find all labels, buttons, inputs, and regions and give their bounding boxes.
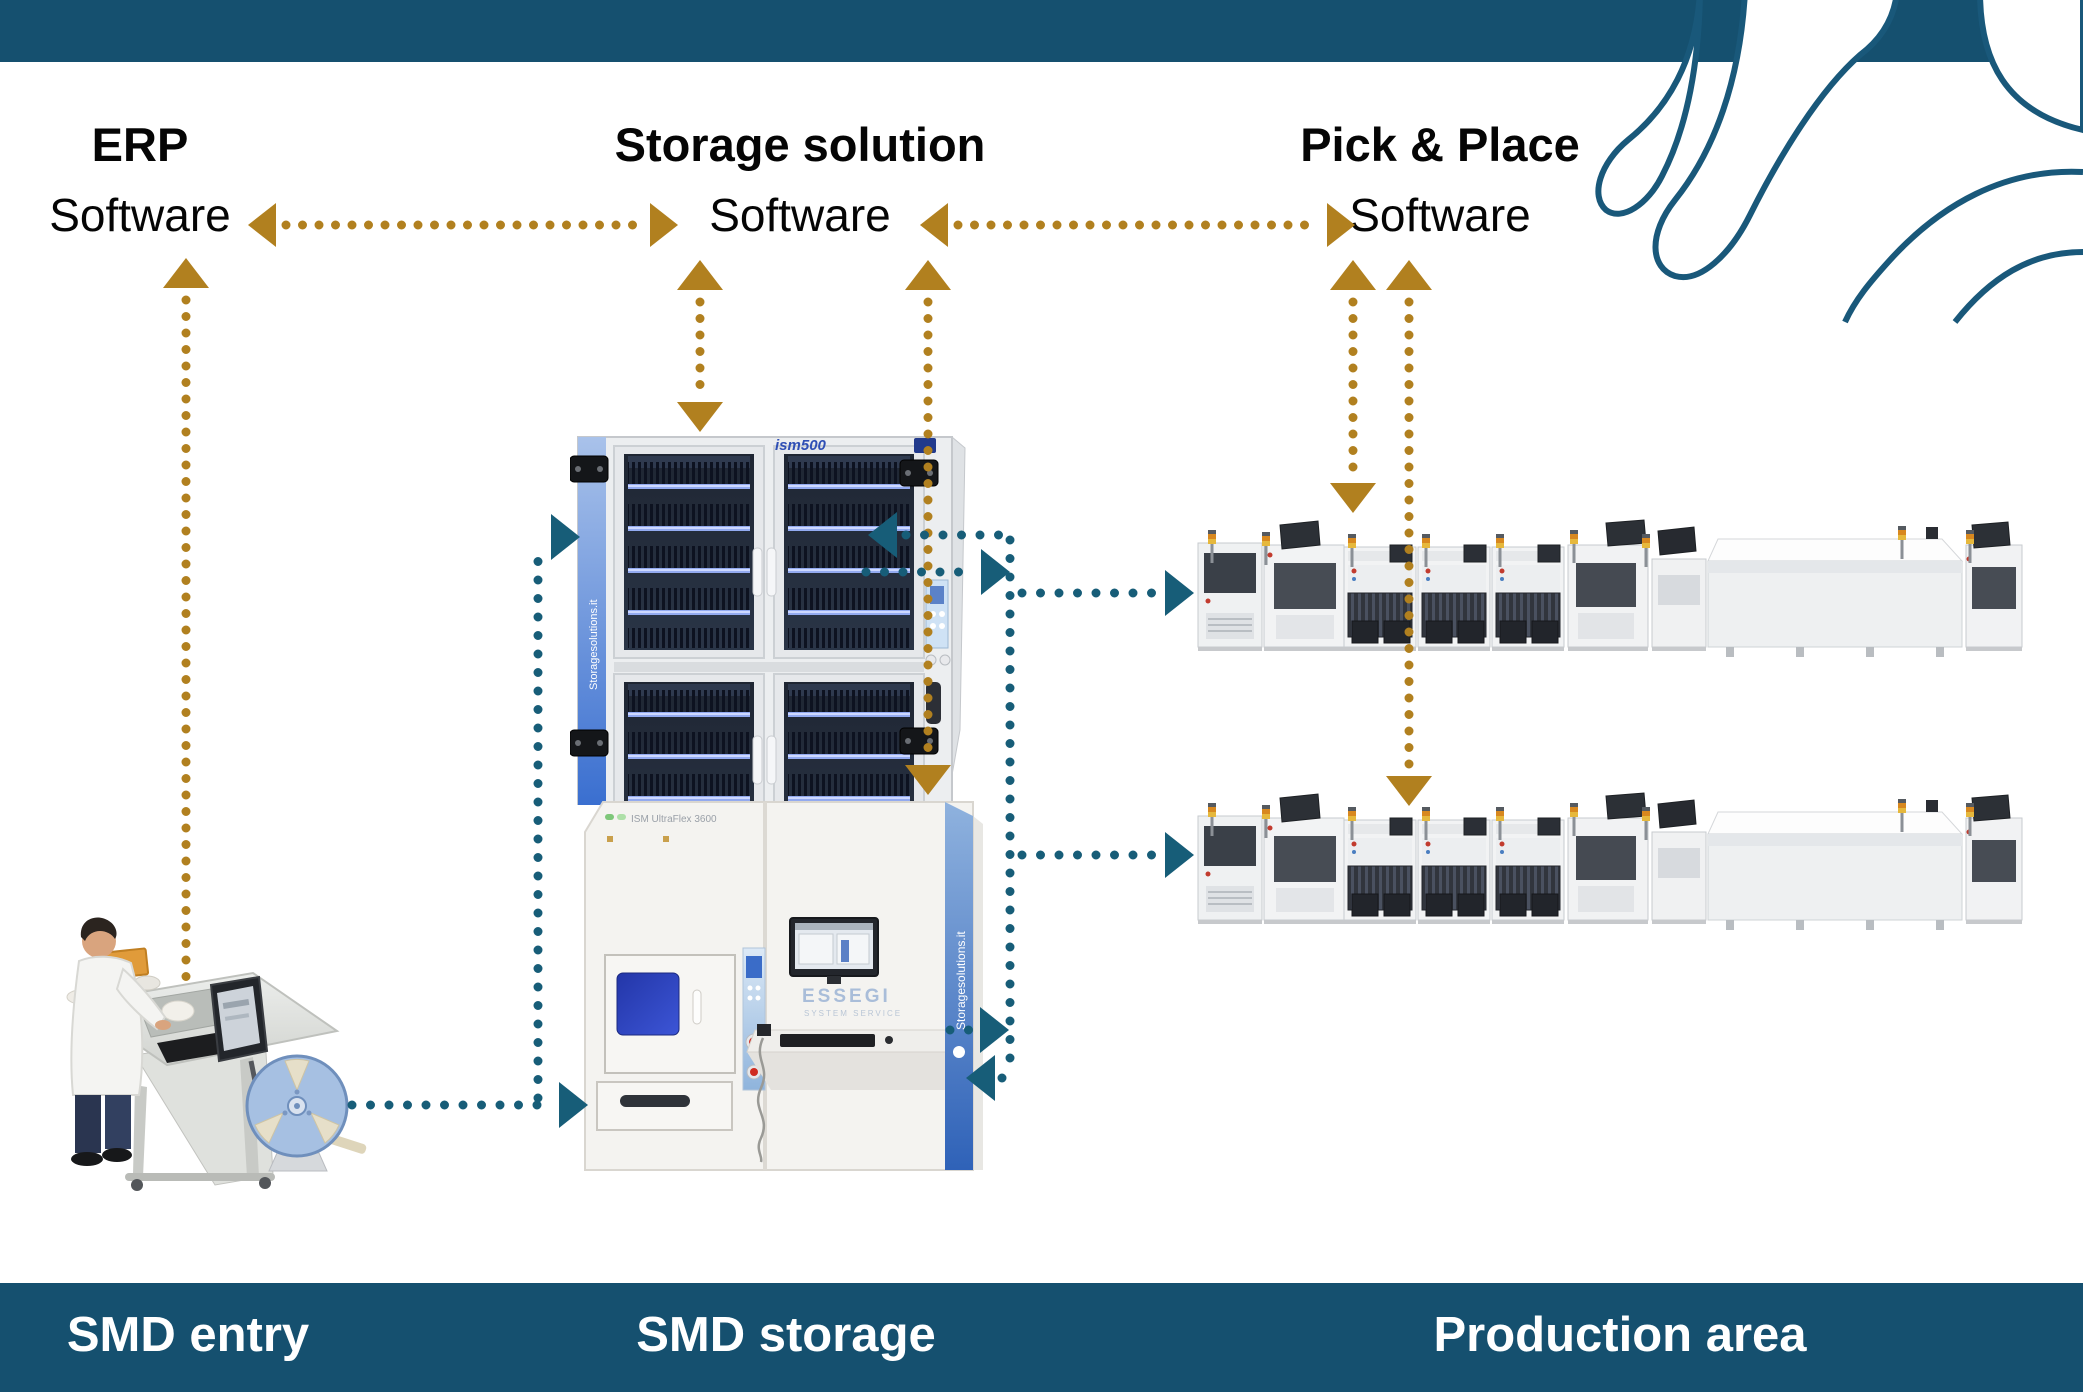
- reel-in-bin: [161, 1000, 195, 1022]
- erp-title: ERP: [91, 118, 189, 171]
- arrow-storage-pickplace-software: [920, 203, 1355, 247]
- flow-ism500-out: [861, 549, 1010, 595]
- blue-window: [616, 972, 680, 1036]
- operator: [70, 917, 171, 1166]
- door-handle: [752, 735, 763, 785]
- zone-label-smd-entry: SMD entry: [66, 1308, 310, 1362]
- arrow-pickplace-software-line1: [1330, 260, 1376, 513]
- storage-subtitle: Software: [709, 189, 891, 241]
- flow-ism3600-out: [945, 1007, 1009, 1053]
- flow-reel-to-ism3600: [347, 1082, 588, 1128]
- trouser-leg: [105, 1095, 131, 1149]
- corner-logo-decoration: [1595, 0, 2083, 324]
- storage-title: Storage solution: [614, 118, 986, 171]
- control-screen: [930, 586, 944, 604]
- ism3600-model-label: ISM UltraFlex 3600: [631, 814, 717, 825]
- logo-swoosh-icon: [1842, 168, 2083, 324]
- scanner: [757, 1024, 771, 1036]
- control-screen: [746, 956, 762, 978]
- arrow-storage-software-ism500: [677, 260, 723, 432]
- maker-logo-text: ESSEGI: [802, 986, 891, 1007]
- zone-label-production-area: Production area: [1433, 1308, 1807, 1362]
- zone-label-smd-storage: SMD storage: [636, 1308, 936, 1362]
- erp-subtitle: Software: [49, 189, 231, 241]
- door-handle: [766, 547, 777, 597]
- cabinet-divider: [614, 662, 924, 672]
- scanner-cable: [756, 1037, 766, 1163]
- mouse: [885, 1036, 893, 1044]
- maker-sub-text: SYSTEM SERVICE: [804, 1009, 902, 1018]
- arrow-storage-software-ism3600: [905, 260, 951, 795]
- ism500-model-label: ism500: [775, 437, 827, 454]
- pickplace-subtitle: Software: [1349, 189, 1531, 241]
- shoe: [102, 1148, 132, 1162]
- smd-entry-station: [66, 917, 367, 1191]
- output-slot: [620, 1095, 690, 1107]
- ism3600-storage-machine: ISM UltraFlex 3600 ESSEGI SYSTEM SERVICE…: [584, 801, 983, 1171]
- door-handle: [692, 989, 702, 1025]
- caster-wheel: [259, 1177, 271, 1189]
- node-pickplace-software: Pick & Place Software: [1230, 116, 1650, 240]
- node-erp-software: ERP Software: [0, 116, 290, 240]
- pickplace-title: Pick & Place: [1300, 118, 1580, 171]
- arrow-pickplace-software-line2: [1386, 260, 1432, 806]
- flow-entry-to-ism500: [533, 514, 580, 1103]
- logo-petal-icon: [1595, 0, 1703, 217]
- ism3600-brand-text: Storagesolutions.it: [954, 931, 968, 1030]
- door-handle: [752, 547, 763, 597]
- caster-wheel: [131, 1179, 143, 1191]
- flow-to-production-line2: [1017, 832, 1194, 878]
- shoe: [71, 1152, 103, 1166]
- logo-swoosh-icon: [1952, 249, 2083, 324]
- bottom-zone-bar: SMD entry SMD storage Production area: [0, 1283, 2083, 1392]
- trouser-leg: [75, 1095, 101, 1153]
- smd-reel: [245, 1054, 367, 1172]
- door-handle: [766, 735, 777, 785]
- flow-return-into-ism500: [868, 512, 1011, 558]
- ism500-brand-text: Storagesolutions.it: [588, 600, 600, 691]
- logo-petal-icon: [1977, 0, 2083, 134]
- arrow-entry-desk-to-erp: [163, 258, 209, 985]
- operator-hair: [80, 917, 117, 941]
- hand: [155, 1020, 171, 1030]
- node-storage-software: Storage solution Software: [590, 116, 1010, 240]
- logo-petal-icon: [1652, 0, 1899, 281]
- brand-cloud-icon: [953, 1046, 965, 1058]
- reel-windows: [254, 1058, 340, 1144]
- shelf-shadow: [747, 1052, 963, 1090]
- keyboard: [780, 1034, 875, 1047]
- ism500-storage-cabinet: Storagesolutions.it ism500: [570, 435, 966, 805]
- flow-to-production-line1: [1017, 570, 1194, 616]
- desk-leg: [133, 1085, 147, 1177]
- flow-return-into-ism3600: [966, 1055, 1017, 1101]
- arrow-erp-storage-software: [248, 203, 678, 247]
